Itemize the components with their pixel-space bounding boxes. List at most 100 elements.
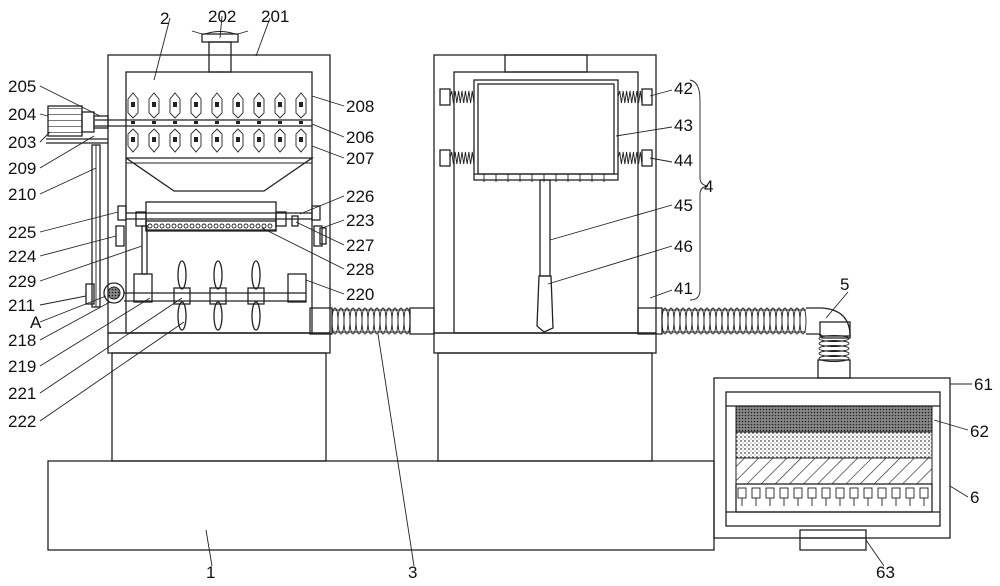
blade-lower (213, 301, 223, 331)
base-1 (47, 460, 715, 551)
label-226: 226 (346, 187, 374, 206)
label-228: 228 (346, 260, 374, 279)
mesh-hole (231, 223, 237, 229)
leader-line (39, 167, 97, 195)
leader-line (321, 219, 345, 229)
bellows-ring (818, 345, 850, 352)
bellows-ring (751, 307, 759, 335)
mesh-hole (201, 223, 207, 229)
crusher-blade-mark (236, 137, 240, 142)
label-46: 46 (674, 237, 693, 256)
leader-line (219, 15, 223, 39)
label-225: 225 (8, 223, 36, 242)
bellows-ring (343, 307, 351, 335)
filter-box-6 (713, 377, 951, 551)
leader-line (39, 131, 51, 143)
leader-line (649, 289, 673, 299)
bellows-ring (787, 307, 795, 335)
label-201: 201 (261, 7, 289, 26)
crusher-blade-upper (274, 92, 286, 119)
mesh-hole (183, 223, 189, 229)
label-41: 41 (674, 279, 693, 298)
pipe-5 (637, 307, 851, 379)
leader-line (39, 297, 151, 367)
bellows-ring (799, 307, 807, 335)
crusher-blade-upper (190, 92, 202, 119)
mesh-hole (165, 223, 171, 229)
mesh-hole (171, 223, 177, 229)
pipe-3 (309, 307, 435, 335)
bellows-ring (373, 307, 381, 335)
bellows-ring (763, 307, 771, 335)
mesh-hole (243, 223, 249, 229)
leader-line (39, 135, 95, 169)
mesh-hole (189, 223, 195, 229)
bracket-4 (689, 79, 709, 301)
crusher-blade-upper (253, 92, 265, 119)
bellows-ring (709, 307, 717, 335)
label-44: 44 (674, 151, 693, 170)
filter-block (737, 487, 747, 499)
leader-line (39, 245, 143, 282)
mesh-hole (159, 223, 165, 229)
crusher-blade-mark (299, 102, 303, 107)
bellows-ring (739, 307, 747, 335)
bellows-ring (673, 307, 681, 335)
mesh-hole (261, 223, 267, 229)
bellows-ring (818, 340, 850, 347)
leader-line (549, 204, 673, 241)
label-222: 222 (8, 412, 36, 431)
shaft-marker (173, 121, 177, 124)
bellows-ring (691, 307, 699, 335)
crusher-blade-mark (152, 137, 156, 142)
label-203: 203 (8, 133, 36, 152)
bellows-ring (818, 350, 850, 357)
leader-line (311, 123, 345, 138)
label-1: 1 (206, 563, 215, 582)
blade-upper (177, 260, 187, 290)
bellows-ring (391, 307, 399, 335)
shaft-marker (257, 121, 261, 124)
filter-block (877, 487, 887, 499)
crusher-blade-upper (232, 92, 244, 119)
spring-left-lower (449, 151, 475, 165)
screen-assembly (115, 205, 327, 275)
leader-line (865, 539, 885, 567)
label-219: 219 (8, 357, 36, 376)
leader-line (295, 221, 345, 246)
label-6: 6 (970, 488, 979, 507)
bellows-ring (703, 307, 711, 335)
crusher-blade-mark (194, 137, 198, 142)
crusher-blade-mark (194, 102, 198, 107)
crusher-blade-lower (232, 128, 244, 153)
label-63: 63 (876, 563, 895, 582)
crusher-blade-upper (211, 92, 223, 119)
shaft-marker (278, 121, 282, 124)
bellows-ring (331, 307, 339, 335)
stirring-blades-222 (177, 260, 261, 331)
mesh-hole (267, 223, 273, 229)
bellows-ring (361, 307, 369, 335)
bellows-ring (793, 307, 801, 335)
label-210: 210 (8, 185, 36, 204)
leader-line (615, 126, 673, 137)
filter-block (765, 487, 775, 499)
leader-line (933, 419, 969, 431)
bellows-ring (715, 307, 723, 335)
crusher-blade-mark (215, 102, 219, 107)
mesh-hole (153, 223, 159, 229)
shaft-marker (236, 121, 240, 124)
label-61: 61 (974, 375, 993, 394)
filter-block (793, 487, 803, 499)
crusher-roller-row (127, 92, 307, 153)
filter-block (835, 487, 845, 499)
motor-204 (46, 105, 109, 144)
label-206: 206 (346, 128, 374, 147)
bellows-ring (397, 307, 405, 335)
crusher-blade-mark (236, 102, 240, 107)
label-209: 209 (8, 159, 36, 178)
crusher-blade-mark (152, 102, 156, 107)
crusher-blade-mark (257, 137, 261, 142)
mesh-hole (207, 223, 213, 229)
bellows-ring (379, 307, 387, 335)
